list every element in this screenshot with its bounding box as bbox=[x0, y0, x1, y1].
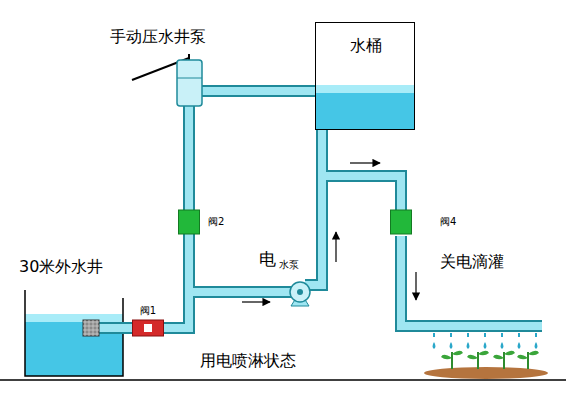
ground-line bbox=[0, 379, 566, 381]
soil bbox=[424, 367, 548, 379]
water-drops bbox=[433, 333, 538, 349]
node-label: 水桶 bbox=[350, 37, 382, 55]
note-label: 用电喷淋状态 bbox=[200, 352, 296, 370]
node-label: 手动压水井泵 bbox=[110, 28, 206, 46]
node-label: 阀2 bbox=[208, 216, 224, 228]
node-label: 电 bbox=[259, 250, 276, 270]
pipe bbox=[164, 292, 255, 328]
valve: 阀4 bbox=[390, 208, 461, 236]
pipe-outline bbox=[164, 292, 255, 328]
node-label: 阀1 bbox=[140, 305, 156, 317]
flow-arrows bbox=[242, 163, 416, 302]
water-well: 30米外水井 bbox=[15, 254, 133, 378]
pipe bbox=[250, 87, 315, 95]
note-label: 关电滴灌 bbox=[440, 253, 504, 271]
pipe bbox=[322, 176, 401, 248]
hand-pump: 手动压水井泵 bbox=[110, 28, 250, 110]
drip-pipe bbox=[401, 236, 542, 326]
pipe-outline bbox=[322, 130, 401, 208]
node-label: 阀4 bbox=[440, 216, 456, 228]
valve: 阀1 bbox=[132, 305, 164, 338]
electric-pump: 电水泵 bbox=[255, 248, 330, 308]
plants bbox=[441, 351, 539, 369]
node-label: 水泵 bbox=[279, 259, 299, 271]
node-label: 30米外水井 bbox=[19, 258, 103, 276]
pipe-outline bbox=[250, 85, 315, 97]
pipe bbox=[185, 110, 193, 208]
pipe-outline bbox=[322, 176, 401, 248]
pipe bbox=[322, 130, 401, 208]
valve: 阀2 bbox=[178, 208, 230, 236]
pipe-outline bbox=[183, 110, 195, 208]
water-bucket: 水桶 bbox=[315, 22, 415, 130]
